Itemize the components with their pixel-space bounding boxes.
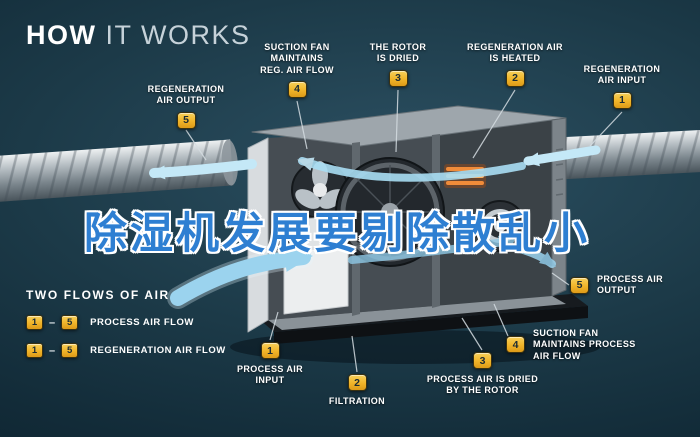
page-title: HOW IT WORKS	[26, 20, 251, 51]
machine-cutaway	[247, 105, 588, 344]
callout-label: PROCESS AIR OUTPUT	[597, 274, 664, 296]
callout-rotor-is-dried: THE ROTOR IS DRIED 3	[350, 42, 446, 87]
callout-label: REGENERATION AIR INPUT	[583, 64, 661, 86]
legend-title: TWO FLOWS OF AIR	[26, 288, 170, 302]
callout-regeneration-air-output: REGENERATION AIR OUTPUT 5	[130, 84, 242, 129]
legend-two-flows: TWO FLOWS OF AIR 1 – 5 PROCESS AIR FLOW …	[26, 288, 226, 358]
callout-regeneration-air-input: REGENERATION AIR INPUT 1	[566, 64, 678, 109]
callout-number-badge: 2	[347, 374, 367, 391]
title-it-works: IT WORKS	[105, 20, 251, 50]
callout-number-badge: 4	[287, 80, 307, 98]
callout-number-badge: 1	[260, 342, 280, 359]
callout-process-air-dried-by-rotor: 3 PROCESS AIR IS DRIED BY THE ROTOR	[420, 352, 545, 397]
regen-air-internal-arrow	[297, 157, 526, 182]
callout-label: REGENERATION AIR IS HEATED	[467, 42, 563, 64]
callout-label: PROCESS AIR IS DRIED BY THE ROTOR	[426, 374, 539, 396]
right-duct	[544, 129, 700, 181]
legend-label: REGENERATION AIR FLOW	[90, 345, 226, 356]
callout-process-air-output: 5 PROCESS AIR OUTPUT	[570, 274, 663, 297]
callout-number-badge: 2	[505, 69, 525, 87]
callout-number-badge: 5	[570, 276, 589, 294]
legend-row-regeneration-air-flow: 1 – 5 REGENERATION AIR FLOW	[26, 343, 226, 358]
callout-label: SUCTION FAN MAINTAINS PROCESS AIR FLOW	[533, 328, 636, 361]
chinese-watermark-text: 除湿机发展要剔除散乱小	[84, 209, 590, 259]
callout-number-badge: 1	[612, 91, 632, 109]
legend-dash: –	[49, 316, 56, 329]
legend-badge-from: 1	[26, 315, 43, 330]
callout-regeneration-air-heated: REGENERATION AIR IS HEATED 2	[458, 42, 572, 87]
process-air-output-arrow	[512, 244, 557, 268]
process-air-input-arrow	[170, 246, 313, 306]
callout-number-badge: 3	[473, 352, 492, 369]
legend-dash: –	[49, 344, 56, 357]
process-air-internal-arrow	[348, 235, 515, 264]
title-how: HOW	[26, 20, 97, 50]
callout-number-badge: 4	[506, 336, 525, 354]
regen-air-input-arrow	[523, 145, 601, 167]
callout-label: REGENERATION AIR OUTPUT	[147, 84, 225, 106]
legend-label: PROCESS AIR FLOW	[90, 317, 194, 328]
callout-number-badge: 3	[388, 69, 408, 87]
leader-lines	[185, 89, 623, 373]
callout-process-air-input: 1 PROCESS AIR INPUT	[220, 342, 320, 387]
callout-label: FILTRATION	[328, 396, 386, 406]
left-duct	[0, 139, 238, 203]
legend-row-process-air-flow: 1 – 5 PROCESS AIR FLOW	[26, 315, 226, 330]
callout-number-badge: 5	[176, 111, 196, 129]
legend-badge-to: 5	[61, 315, 79, 330]
regen-air-output-arrow	[149, 159, 257, 180]
callout-label: THE ROTOR IS DRIED	[369, 42, 427, 64]
callout-suction-fan-process: 4 SUCTION FAN MAINTAINS PROCESS AIR FLOW	[506, 328, 636, 362]
airflow-arrows	[149, 145, 601, 309]
callout-label: SUCTION FAN MAINTAINS REG. AIR FLOW	[260, 42, 334, 75]
side-vents	[555, 148, 564, 196]
callout-suction-fan-reg: SUCTION FAN MAINTAINS REG. AIR FLOW 4	[242, 42, 352, 98]
legend-badge-to: 5	[61, 343, 79, 358]
callout-filtration: 2 FILTRATION	[312, 374, 402, 407]
legend-badge-from: 1	[26, 343, 43, 358]
callout-label: PROCESS AIR INPUT	[236, 364, 304, 386]
